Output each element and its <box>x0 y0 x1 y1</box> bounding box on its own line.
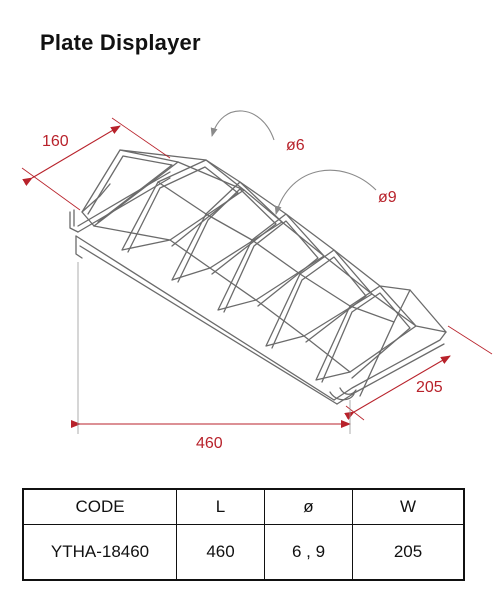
cell-diameter: 6 , 9 <box>264 524 353 581</box>
header-length: L <box>176 488 265 525</box>
header-diameter: ø <box>264 488 353 525</box>
header-width: W <box>352 488 465 525</box>
dimension-lines <box>21 117 493 434</box>
spec-header-row: CODE L ø W <box>22 488 465 525</box>
width-label: 205 <box>416 379 443 396</box>
leader-arcs <box>210 110 377 215</box>
depth-label: 160 <box>42 133 69 150</box>
cell-code: YTHA-18460 <box>22 524 177 581</box>
length-label: 460 <box>196 435 223 452</box>
cell-length: 460 <box>176 524 265 581</box>
plate-displayer-drawing: 160 ø6 ø9 205 460 <box>21 110 493 452</box>
header-code: CODE <box>22 488 177 525</box>
wire-9-label: ø9 <box>378 189 397 206</box>
page-title: Plate Displayer <box>40 30 201 55</box>
wire-rack <box>69 149 447 405</box>
spec-table: CODE L ø W YTHA-18460 460 6 , 9 205 <box>22 488 465 581</box>
wire-6-label: ø6 <box>286 137 305 154</box>
spec-data-row: YTHA-18460 460 6 , 9 205 <box>22 524 465 581</box>
cell-width: 205 <box>352 524 465 581</box>
